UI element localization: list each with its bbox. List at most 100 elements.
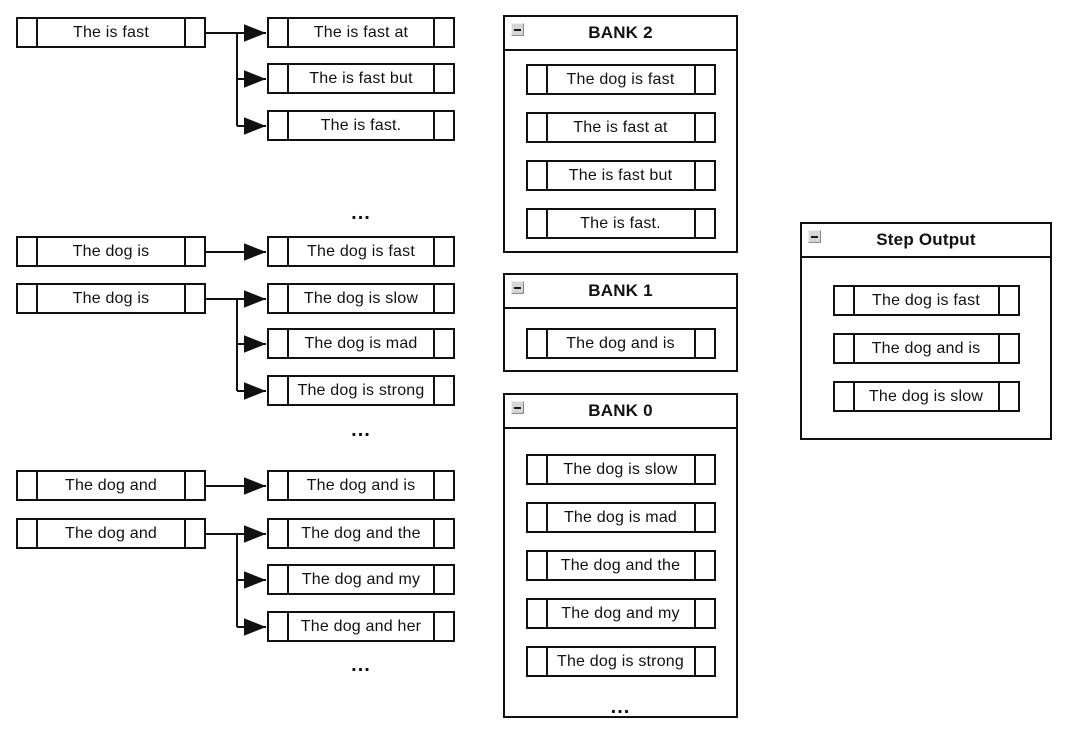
token-left-cell [269,65,289,92]
token-left-cell [835,383,855,410]
step-output-item: The dog and is [832,333,1020,364]
token-label: The is fast at [573,118,668,136]
token-right-cell [997,383,1018,410]
ellipsis: ... [351,654,371,676]
token-left-cell [18,520,38,547]
bank-item: The dog is slow [525,454,716,485]
token-left-cell [835,335,855,362]
token-right-cell [693,210,714,237]
token-left-cell [269,377,289,404]
token-right-cell [997,287,1018,314]
token-right-cell [997,335,1018,362]
token-right-cell [433,285,453,312]
panel-title: BANK 2 [588,23,653,42]
ellipsis: ... [610,696,631,718]
token-left-cell [528,114,548,141]
token-left-cell [269,112,289,139]
token-left-cell [528,162,548,189]
token-label: The dog and her [300,617,422,635]
token-left-cell [18,19,38,46]
step-output-item: The dog is slow [832,381,1020,412]
token-left-cell [528,648,548,675]
token-right-cell [433,377,453,404]
token-label: The dog is mad [563,508,678,526]
token-right-cell [693,456,714,483]
bank-item: The is fast. [525,208,716,239]
bank-item: The dog and the [525,550,716,581]
token-label: The dog is fast [872,291,980,309]
token-right-cell [184,238,204,265]
token-left-cell [18,285,38,312]
target-token: The dog is fast [267,236,455,267]
panel-header: BANK 1 [505,275,736,309]
target-token: The dog is mad [267,328,455,359]
token-label: The is fast. [320,116,402,134]
token-label: The dog is fast [307,242,415,260]
target-token: The dog is strong [267,375,455,406]
bank-item: The dog is fast [525,64,716,95]
panel-title: Step Output [876,230,976,249]
token-label: The dog is slow [303,289,419,307]
token-label: The is fast at [313,23,409,41]
panel-body: The dog is fast The dog and is The dog i… [802,258,1050,412]
bank-item: The is fast but [525,160,716,191]
token-left-cell [269,566,289,593]
panel-title: BANK 1 [588,281,653,300]
source-token: The dog and [16,518,206,549]
token-label: The dog is strong [297,381,425,399]
token-right-cell [433,613,453,640]
minus-glyph [514,286,521,289]
token-left-cell [528,330,548,357]
token-left-cell [269,472,289,499]
minus-glyph [811,235,818,238]
token-label: The dog and the [301,524,421,542]
token-label: The dog is [72,289,150,307]
collapse-minus-icon[interactable] [808,230,821,243]
token-left-cell [269,330,289,357]
token-right-cell [693,504,714,531]
bank-1-panel: BANK 1 The dog and is [503,273,738,372]
token-left-cell [269,520,289,547]
token-right-cell [693,114,714,141]
token-label: The dog and my [561,604,680,622]
token-label: The dog and is [566,334,675,352]
bank-2-panel: BANK 2 The dog is fast The is fast at Th… [503,15,738,253]
token-left-cell [269,613,289,640]
panel-header: BANK 0 [505,395,736,429]
step-output-panel: Step Output The dog is fast The dog and … [800,222,1052,440]
token-right-cell [433,520,453,547]
token-right-cell [433,330,453,357]
token-left-cell [528,210,548,237]
token-label: The dog is slow [563,460,678,478]
collapse-minus-icon[interactable] [511,281,524,294]
panel-header: Step Output [802,224,1050,258]
ellipsis: ... [351,419,371,441]
ellipsis: ... [351,202,371,224]
token-right-cell [184,285,204,312]
token-label: The dog and the [560,556,681,574]
token-right-cell [433,19,453,46]
token-left-cell [269,238,289,265]
collapse-minus-icon[interactable] [511,401,524,414]
token-label: The is fast [72,23,149,41]
token-left-cell [528,66,548,93]
token-right-cell [184,19,204,46]
source-token: The is fast [16,17,206,48]
token-label: The dog is strong [556,652,685,670]
target-token: The dog is slow [267,283,455,314]
token-right-cell [433,566,453,593]
target-token: The is fast. [267,110,455,141]
token-left-cell [528,600,548,627]
token-left-cell [269,285,289,312]
token-label: The dog and is [871,339,981,357]
token-right-cell [693,66,714,93]
token-right-cell [433,472,453,499]
panel-title: BANK 0 [588,401,653,420]
token-right-cell [693,648,714,675]
bank-item: The dog and is [525,328,716,359]
collapse-minus-icon[interactable] [511,23,524,36]
token-left-cell [18,472,38,499]
token-right-cell [693,330,714,357]
target-token: The dog and her [267,611,455,642]
